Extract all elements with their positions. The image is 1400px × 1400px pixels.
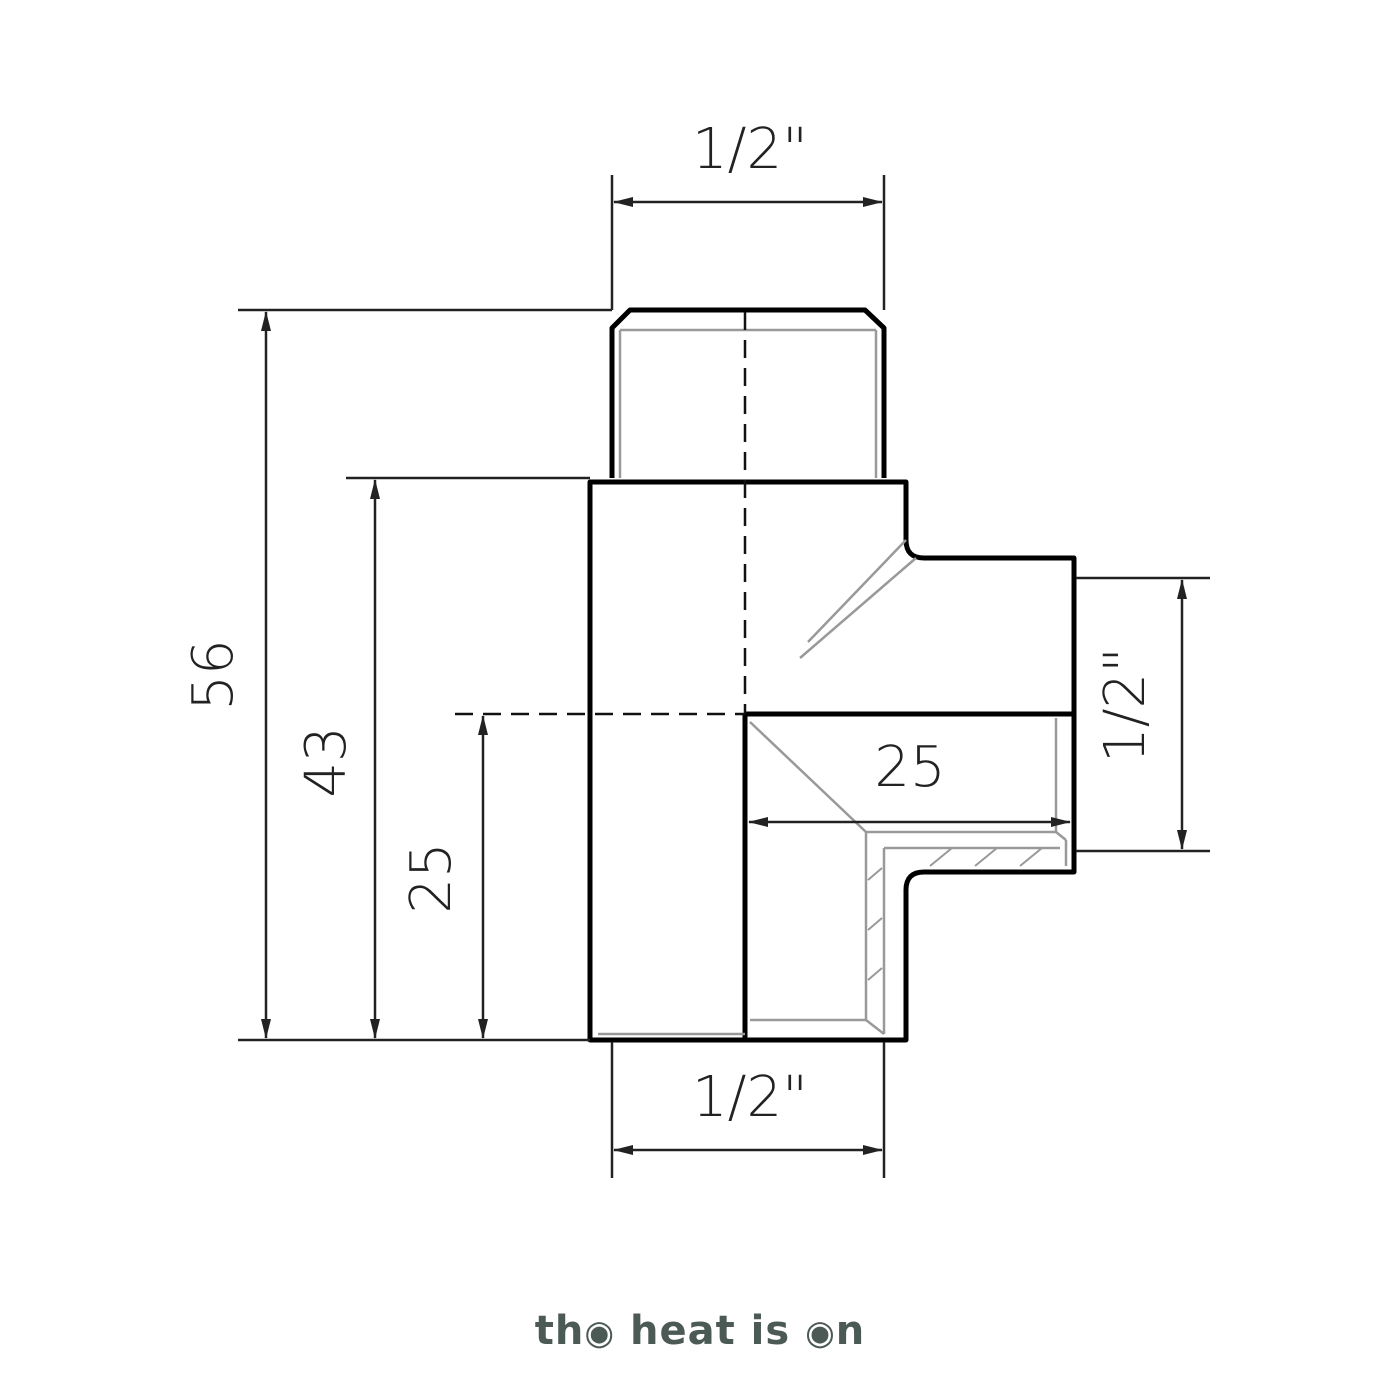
top-nipple bbox=[609, 307, 887, 478]
tee-body bbox=[587, 479, 1077, 1043]
section-hatching bbox=[867, 847, 1043, 981]
center-lines bbox=[455, 312, 747, 716]
brand-logo: th◉ heat is ◉n bbox=[0, 1308, 1400, 1354]
brand-text-part1: th bbox=[534, 1308, 585, 1354]
brand-text-part2: heat is bbox=[629, 1308, 791, 1354]
extension-lines bbox=[238, 175, 1210, 1178]
hidden-lines bbox=[598, 539, 1068, 1036]
dim-center-height: 25 bbox=[399, 842, 464, 913]
brand-text-part3: n bbox=[835, 1308, 866, 1354]
plug-icon: ◉ bbox=[805, 1313, 836, 1353]
top-thread-lines bbox=[618, 328, 878, 478]
dim-body-height: 43 bbox=[294, 726, 359, 797]
dim-branch-length: 25 bbox=[874, 735, 945, 800]
dim-right-height: 1/2" bbox=[1093, 647, 1158, 763]
dimension-lines bbox=[261, 197, 1187, 1155]
dim-bottom-width: 1/2" bbox=[692, 1065, 808, 1130]
plug-icon: ◉ bbox=[584, 1313, 616, 1353]
dim-overall-height: 56 bbox=[181, 639, 246, 710]
dim-top-width: 1/2" bbox=[692, 117, 808, 182]
